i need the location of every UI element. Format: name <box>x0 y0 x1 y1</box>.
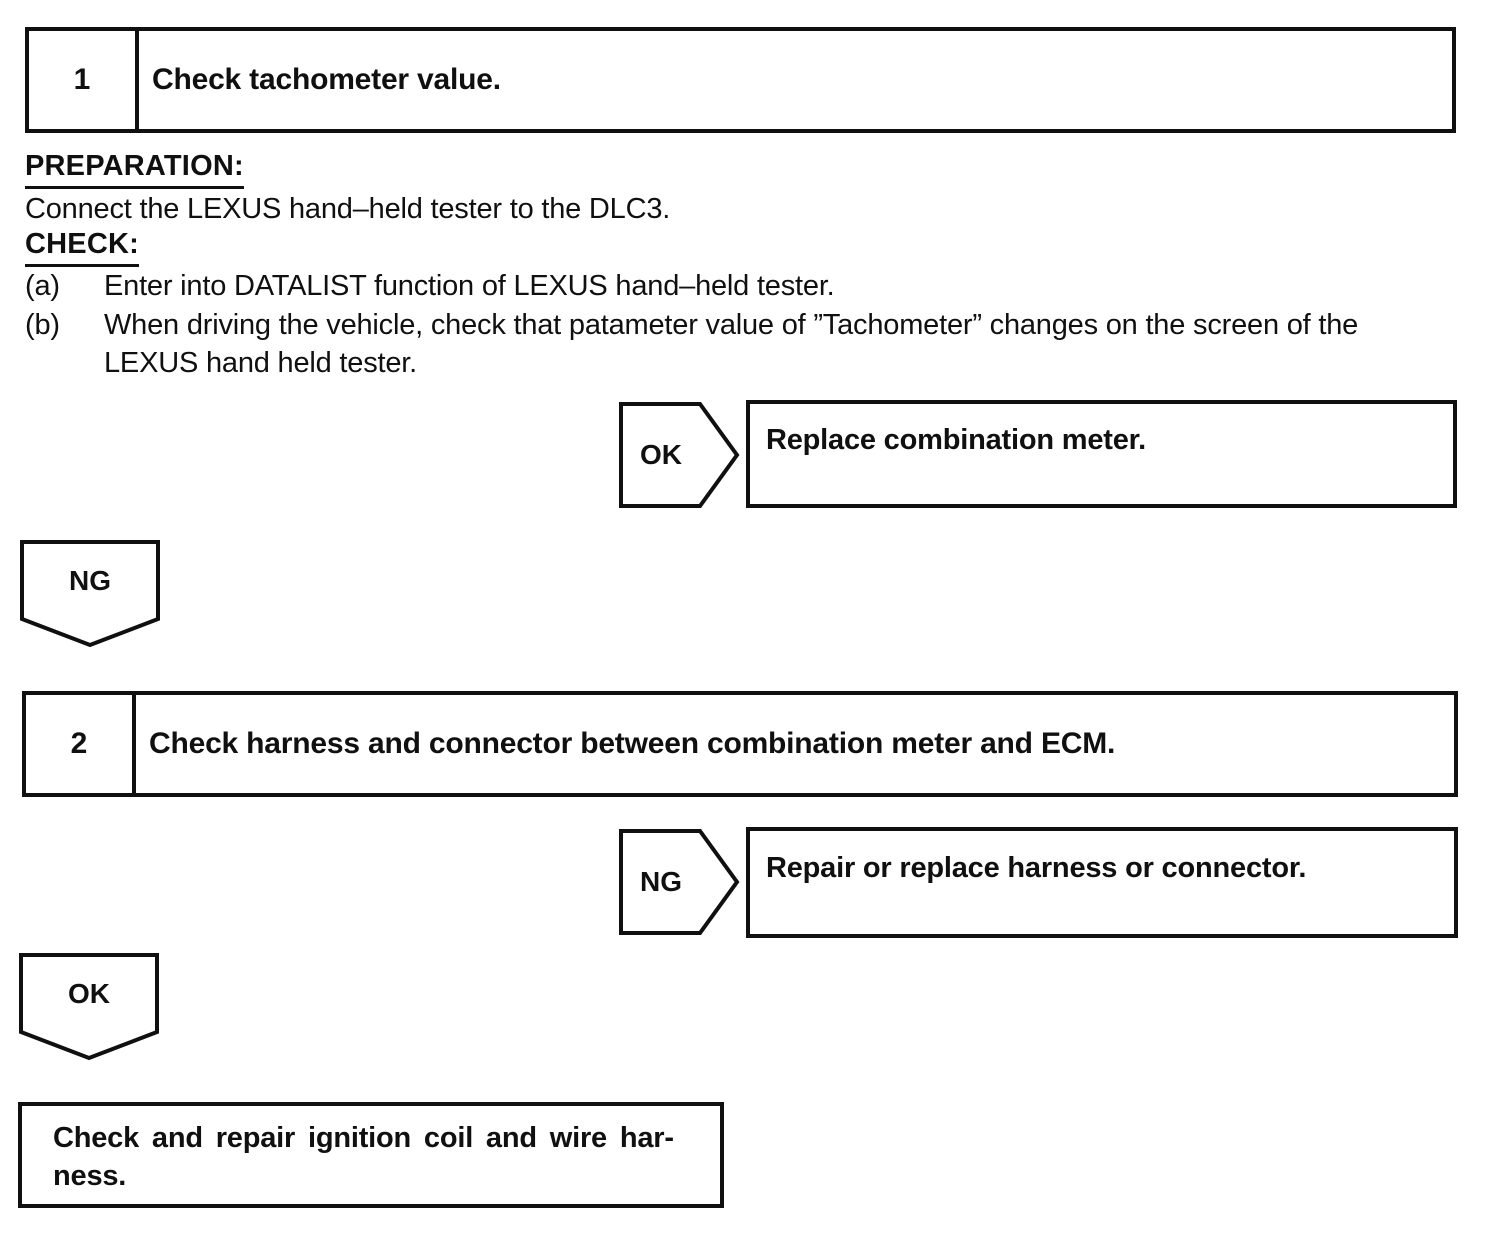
step-1-number: 1 <box>29 31 139 129</box>
ng-arrow-down-icon: NG <box>20 540 160 648</box>
pentagon-right-shape <box>619 829 740 935</box>
check-item-b-label: (b) <box>25 309 60 341</box>
pentagon-right-shape <box>619 402 740 508</box>
preparation-body: Connect the LEXUS hand–held tester to th… <box>25 193 671 225</box>
ok-flow-label: OK <box>68 978 110 1009</box>
ok-arrow-right-icon: OK <box>619 402 740 508</box>
check-item-a-label: (a) <box>25 270 60 302</box>
ng-flow-label: NG <box>69 565 111 596</box>
ng-arrow-right-icon: NG <box>619 829 740 935</box>
action-text: Replace combination meter. <box>766 423 1146 456</box>
step-2-title: Check harness and connector between comb… <box>149 727 1116 760</box>
pentagon-down-shape <box>19 953 159 1061</box>
step-1-title: Check tachometer value. <box>152 63 501 96</box>
preparation-heading: PREPARATION: <box>25 150 244 189</box>
action-box-replace-combination-meter: Replace combination meter. <box>746 400 1457 508</box>
pentagon-down-shape <box>20 540 160 648</box>
result-box-check-ignition-coil: Check and repair ignition coil and wire … <box>18 1102 724 1208</box>
step-2-number: 2 <box>26 695 136 793</box>
ok-arrow-down-icon: OK <box>19 953 159 1061</box>
check-item-a-text: Enter into DATALIST function of LEXUS ha… <box>104 270 835 302</box>
action-box-repair-harness: Repair or replace harness or connector. <box>746 827 1458 938</box>
ok-arrow-label: OK <box>640 439 682 470</box>
step-2-box: 2 Check harness and connector between co… <box>22 691 1458 797</box>
check-heading: CHECK: <box>25 228 139 267</box>
ng-arrow-label: NG <box>640 866 682 897</box>
action-text: Repair or replace harness or connector. <box>766 852 1307 884</box>
check-item-b-text: When driving the vehicle, check that pat… <box>104 309 1359 379</box>
step-1-box: 1 Check tachometer value. <box>25 27 1456 133</box>
